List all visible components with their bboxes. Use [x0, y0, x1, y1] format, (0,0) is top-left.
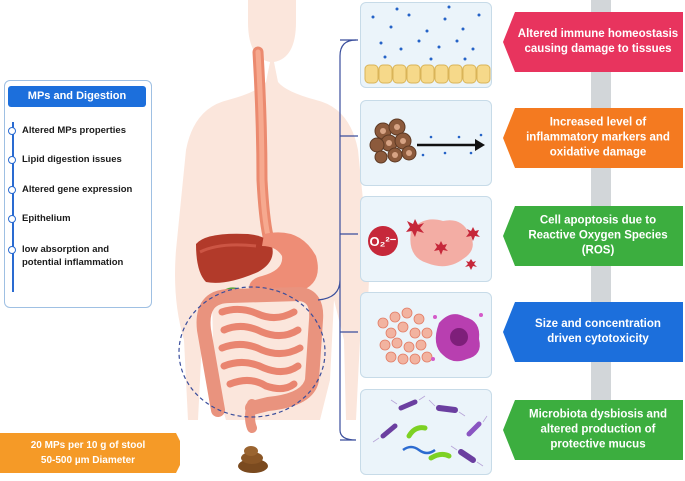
legend-panel [4, 80, 152, 308]
effect-microbiota-dysbiosis: Microbiota dysbiosis and altered product… [503, 400, 683, 460]
ros-molecule-icon [368, 226, 398, 256]
dashed-circle [178, 286, 326, 418]
legend-bullet [8, 215, 16, 223]
effect-cytotoxicity: Size and concentration driven cytotoxici… [503, 302, 683, 362]
ros-label: O₂²⁻ [369, 234, 396, 249]
cytotoxicity-illustration [377, 307, 483, 365]
legend-timeline [12, 122, 14, 292]
panel-microbiota [360, 389, 492, 475]
effect-inflammatory-markers: Increased level of inflammatory markers … [503, 108, 683, 168]
note-line-2: 50-500 µm Diameter [40, 455, 136, 466]
effect-immune-homeostasis-label: Altered immune homeostasis causing damag… [517, 28, 679, 55]
effect-cell-apoptosis: Cell apoptosis due to Reactive Oxygen Sp… [503, 206, 683, 266]
legend-bullet [8, 246, 16, 254]
stomach [249, 232, 318, 294]
legend-bullet [8, 156, 16, 164]
note-line-1: 20 MPs per 10 g of stool [30, 440, 146, 451]
legend-title: MPs and Digestion [8, 86, 146, 107]
small-intestine [218, 305, 304, 393]
panel-epithelium [360, 2, 492, 88]
large-intestine [196, 286, 324, 417]
connector-bracket [317, 39, 357, 441]
legend-item-mp-properties: Altered MPs properties [22, 125, 126, 136]
legend-bullet [8, 127, 16, 135]
inflammation-illustration [369, 118, 485, 164]
panel-ros: O₂²⁻ [360, 196, 492, 282]
ros-illustration: O₂²⁻ [368, 219, 480, 270]
epithelium-illustration [364, 5, 491, 84]
legend-item-lipid-digestion: Lipid digestion issues [22, 154, 122, 165]
panel-inflammation [360, 100, 492, 186]
microbiota-illustration [372, 395, 488, 467]
effect-inflammatory-markers-label: Increased level of inflammatory markers … [526, 116, 670, 159]
panel-cytotoxicity [360, 292, 492, 378]
stool-icon [238, 446, 268, 473]
effect-cell-apoptosis-label: Cell apoptosis due to Reactive Oxygen Sp… [528, 214, 668, 257]
effect-cytotoxicity-label: Size and concentration driven cytotoxici… [535, 318, 661, 345]
legend-bullet [8, 186, 16, 194]
legend-item-epithelium: Epithelium [22, 213, 71, 224]
stool-mp-note: 20 MPs per 10 g of stool 50-500 µm Diame… [0, 433, 180, 473]
effect-immune-homeostasis: Altered immune homeostasis causing damag… [503, 12, 683, 72]
legend-item-gene-expression: Altered gene expression [22, 184, 133, 195]
effect-microbiota-dysbiosis-label: Microbiota dysbiosis and altered product… [528, 408, 668, 451]
legend-item-absorption: low absorption and potential inflammatio… [22, 244, 124, 268]
rectum [245, 399, 257, 433]
